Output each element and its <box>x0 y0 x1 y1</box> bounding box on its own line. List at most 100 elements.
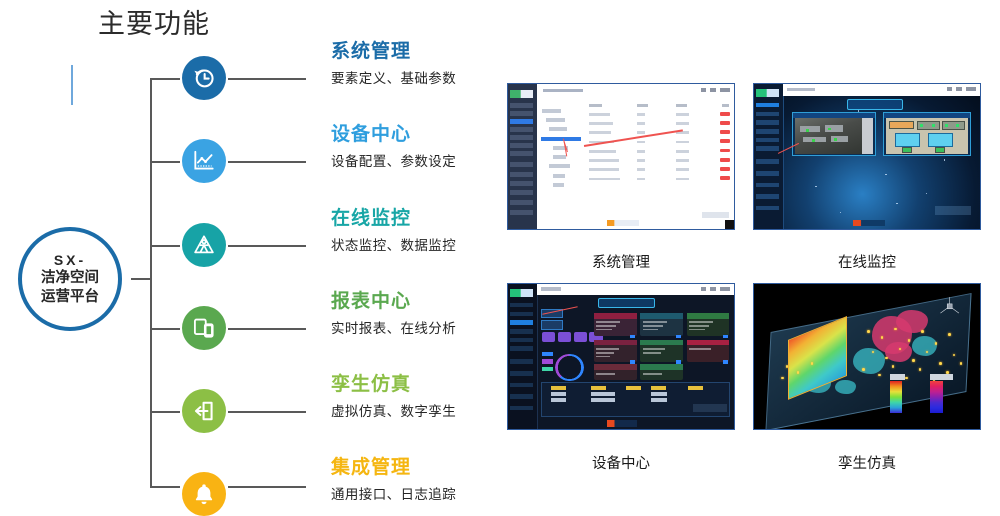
sidebar-item[interactable] <box>510 382 534 388</box>
card-header <box>593 313 637 320</box>
table-action-button[interactable] <box>720 120 731 125</box>
topbar-icon[interactable] <box>700 88 707 93</box>
user-avatar[interactable] <box>720 88 731 93</box>
table-action-button[interactable] <box>720 139 731 144</box>
sidebar-item-active[interactable] <box>756 102 780 108</box>
sidebar-item[interactable] <box>510 126 534 132</box>
data-table[interactable] <box>582 97 734 229</box>
devices-icon[interactable] <box>182 306 226 350</box>
status-card[interactable] <box>640 364 684 381</box>
tree-node[interactable] <box>541 108 561 113</box>
status-card[interactable] <box>593 313 637 339</box>
topbar-icon[interactable] <box>710 287 717 291</box>
camera-panel[interactable] <box>792 111 876 156</box>
sidebar-item[interactable] <box>510 371 534 376</box>
facility-diagram-panel[interactable] <box>882 111 971 156</box>
sidebar-item[interactable] <box>510 189 534 195</box>
sidebar-item[interactable] <box>510 200 534 205</box>
sidebar-item[interactable] <box>756 128 780 134</box>
history-clock-icon[interactable] <box>182 56 226 100</box>
line-chart-icon[interactable] <box>182 139 226 183</box>
sidebar-item[interactable] <box>756 159 780 165</box>
topbar-icon[interactable] <box>710 88 717 93</box>
sidebar-item[interactable] <box>756 194 780 199</box>
bell-icon[interactable] <box>182 472 226 516</box>
data-table[interactable] <box>540 382 731 418</box>
status-card[interactable] <box>640 339 684 364</box>
card-header <box>640 364 684 371</box>
table-cell <box>637 131 645 135</box>
sidebar-item[interactable] <box>510 302 534 308</box>
sidebar-item[interactable] <box>510 172 534 178</box>
triangle-pyramid-icon[interactable] <box>182 223 226 267</box>
pagination[interactable] <box>853 219 886 227</box>
status-card[interactable] <box>593 339 637 364</box>
table-action-button[interactable] <box>720 176 731 181</box>
sidebar-item-active[interactable] <box>510 118 534 124</box>
metric-chip[interactable] <box>589 331 603 342</box>
pagination[interactable] <box>607 420 637 427</box>
legend-swatch <box>541 352 554 357</box>
topbar-icon[interactable] <box>946 87 953 92</box>
sidebar-item[interactable] <box>510 134 534 140</box>
sidebar-item[interactable] <box>756 205 780 211</box>
sidebar-item-active[interactable] <box>510 320 534 325</box>
sidebar-item[interactable] <box>510 142 534 148</box>
topbar-icon[interactable] <box>700 287 707 291</box>
metric-chip[interactable] <box>557 331 572 342</box>
tree-node[interactable] <box>552 145 569 150</box>
table-cell <box>676 122 689 125</box>
tree-node[interactable] <box>549 164 570 169</box>
tree-node-selected[interactable] <box>540 136 581 141</box>
status-card[interactable] <box>593 364 637 381</box>
tree-node[interactable] <box>552 182 564 187</box>
tree-node[interactable] <box>545 118 566 123</box>
status-card[interactable] <box>640 313 684 339</box>
table-cell <box>588 122 613 125</box>
status-card[interactable] <box>686 339 730 364</box>
user-avatar[interactable] <box>720 287 731 291</box>
table-action-button[interactable] <box>720 111 731 116</box>
card-header <box>686 339 730 346</box>
sidebar-item[interactable] <box>510 346 534 351</box>
sidebar-item[interactable] <box>510 405 534 411</box>
tree-node[interactable] <box>552 173 566 178</box>
screenshot-device-center[interactable] <box>507 283 735 430</box>
table-action-button[interactable] <box>720 166 731 171</box>
isosurface-cyan <box>853 347 886 374</box>
sidebar-item[interactable] <box>510 337 534 343</box>
metric-chip[interactable] <box>573 331 588 342</box>
sidebar-item[interactable] <box>510 359 534 365</box>
tree-node[interactable] <box>552 155 567 160</box>
sidebar-item[interactable] <box>756 137 780 143</box>
sidebar-item[interactable] <box>756 171 780 176</box>
sidebar-item[interactable] <box>510 150 534 156</box>
sidebar-item[interactable] <box>756 182 780 188</box>
sidebar-item[interactable] <box>510 162 534 168</box>
metric-chip[interactable] <box>541 331 556 342</box>
table-action-button[interactable] <box>720 157 731 162</box>
sidebar-item[interactable] <box>510 110 534 116</box>
sidebar-item[interactable] <box>510 328 534 334</box>
sidebar-item[interactable] <box>756 120 780 125</box>
sidebar-item[interactable] <box>510 102 534 108</box>
status-card[interactable] <box>686 313 730 339</box>
pagination[interactable] <box>607 220 640 227</box>
screenshot-online-monitoring[interactable] <box>753 83 981 230</box>
sidebar-item[interactable] <box>756 146 780 151</box>
screenshot-twin-simulation[interactable] <box>753 283 981 430</box>
sidebar-item[interactable] <box>510 394 534 399</box>
user-avatar[interactable] <box>966 87 977 92</box>
table-header-cell <box>637 103 648 108</box>
table-action-button[interactable] <box>720 148 731 153</box>
sidebar-item[interactable] <box>510 181 534 187</box>
sidebar-item[interactable] <box>510 210 534 216</box>
sidebar-item[interactable] <box>756 111 780 117</box>
login-arrow-icon[interactable] <box>182 389 226 433</box>
sidebar-item[interactable] <box>510 311 534 317</box>
screenshot-system-management[interactable] <box>507 83 735 230</box>
table-action-button[interactable] <box>720 130 731 134</box>
tree-node[interactable] <box>549 127 568 132</box>
topbar-icon[interactable] <box>956 87 963 92</box>
tree-panel[interactable] <box>537 97 584 229</box>
